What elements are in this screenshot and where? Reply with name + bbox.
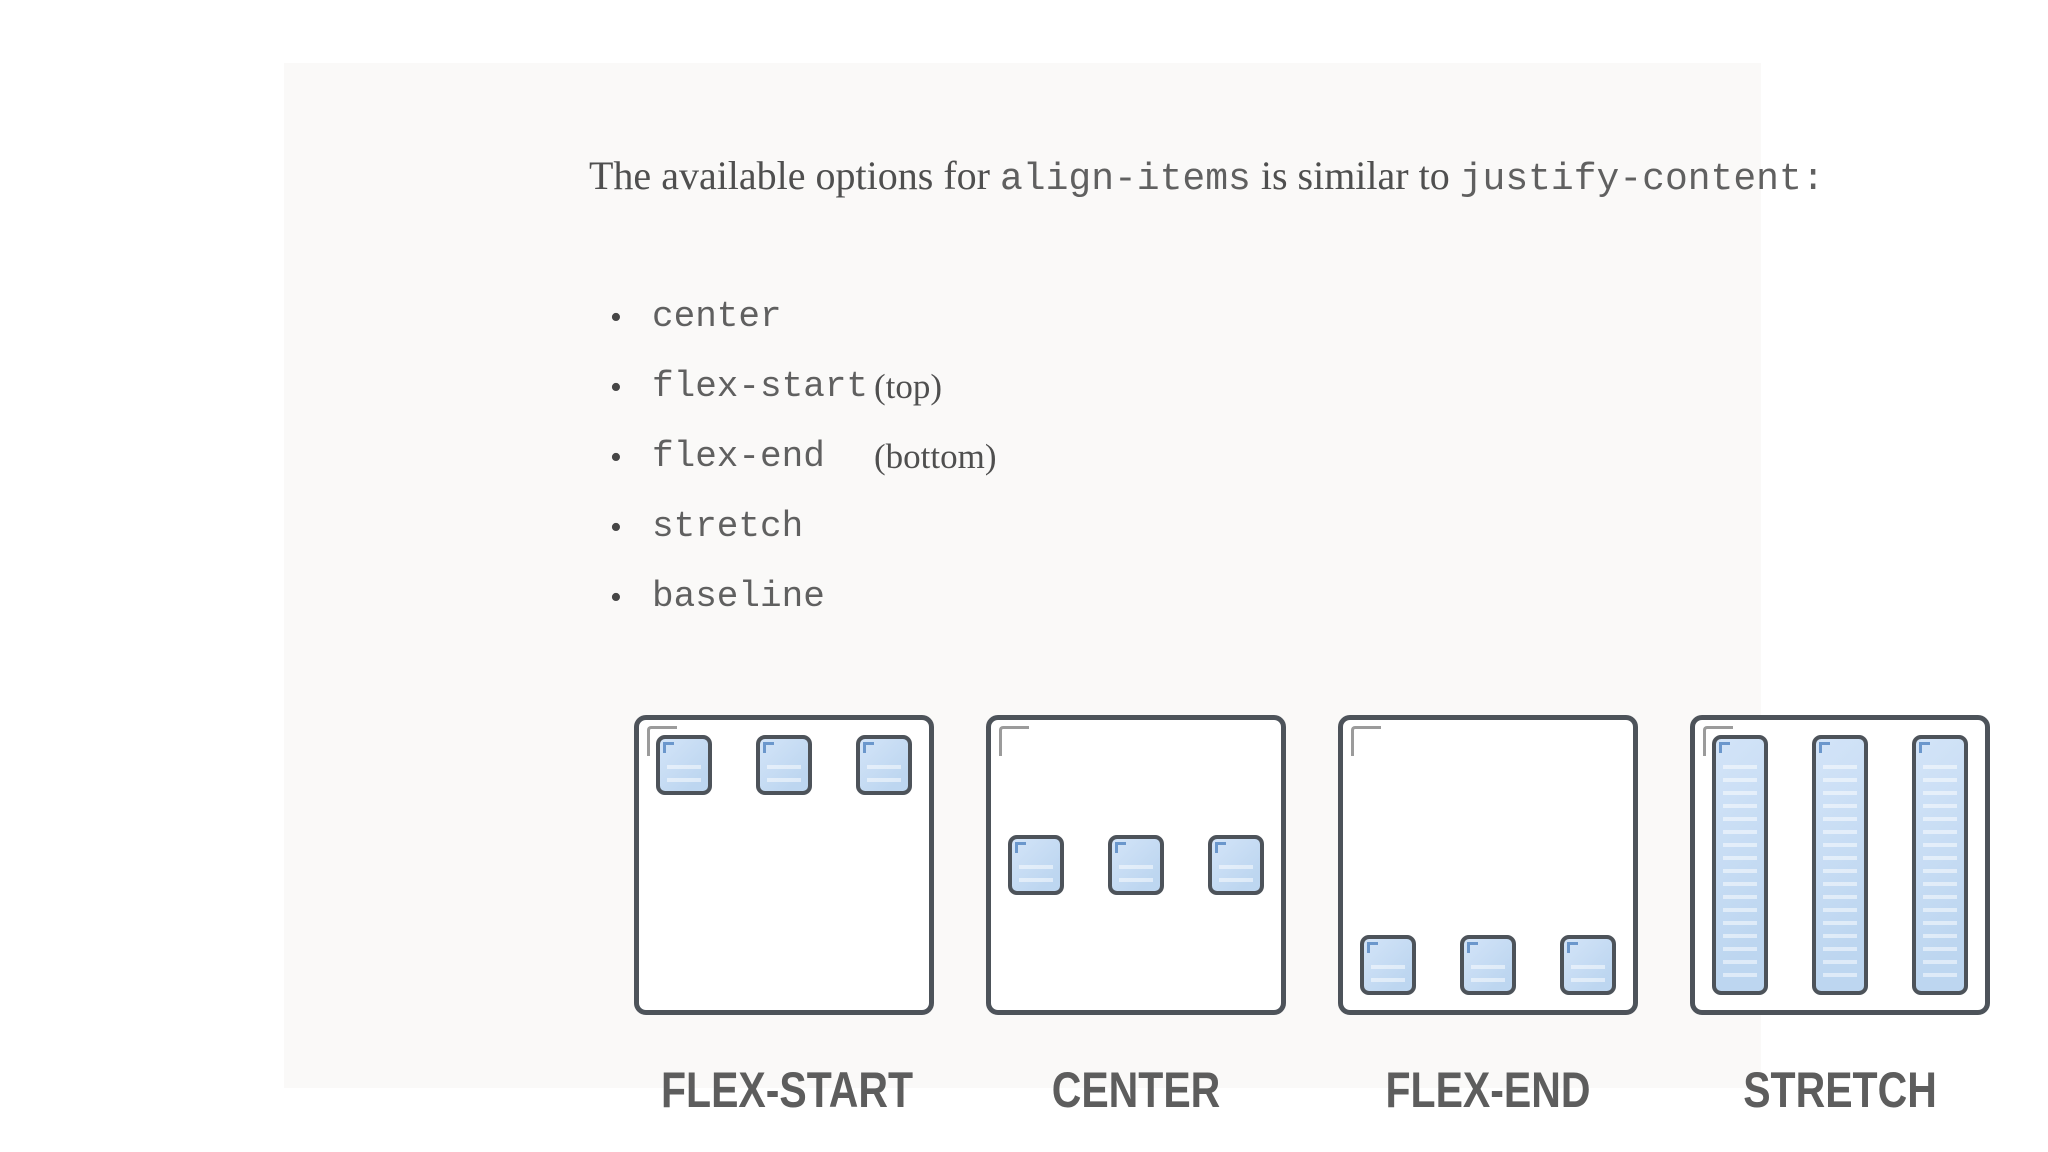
option-code: flex-start [652, 366, 869, 407]
option-code: stretch [652, 506, 804, 547]
flex-item [1712, 735, 1768, 995]
item-corner-mark-icon [1015, 842, 1026, 853]
bullet-icon: • [610, 299, 622, 336]
flex-item [1460, 935, 1516, 995]
container-corner-mark-icon [1703, 726, 1733, 756]
flex-item [856, 735, 912, 795]
option-code: flex-end [652, 436, 825, 477]
item-corner-mark-icon [763, 742, 774, 753]
flex-item [1560, 935, 1616, 995]
item-text-lines [1823, 756, 1857, 984]
item-corner-mark-icon [1467, 942, 1478, 953]
bullet-icon: • [610, 369, 622, 406]
item-corner-mark-icon [1367, 942, 1378, 953]
option-row-baseline: • baseline [604, 575, 996, 645]
option-code: baseline [652, 576, 825, 617]
diagram-flex-end: FLEX-END [1338, 715, 1638, 1119]
item-corner-mark-icon [1115, 842, 1126, 853]
option-row-stretch: • stretch [604, 505, 996, 575]
item-corner-mark-icon [863, 742, 874, 753]
item-text-lines [1923, 756, 1957, 984]
flex-container-center [986, 715, 1286, 1015]
intro-plain-segment: is similar to [1250, 153, 1460, 198]
intro-code-segment: justify-content: [1459, 158, 1825, 201]
diagram-flex-start: FLEX-START [634, 715, 934, 1119]
flex-container-flex-start [634, 715, 934, 1015]
flex-container-flex-end [1338, 715, 1638, 1015]
content-panel: The available options for align-items is… [284, 63, 1990, 1118]
item-text-lines [867, 756, 901, 784]
item-text-lines [1219, 856, 1253, 884]
item-text-lines [767, 756, 801, 784]
bullet-icon: • [610, 509, 622, 546]
option-row-flex-start: • flex-start(top) [604, 365, 996, 435]
item-text-lines [1371, 956, 1405, 984]
item-corner-mark-icon [1919, 742, 1930, 753]
diagram-label: FLEX-START [661, 1062, 914, 1118]
container-corner-mark-icon [999, 726, 1029, 756]
diagram-center: CENTER [986, 715, 1286, 1119]
flex-item [1812, 735, 1868, 995]
item-text-lines [1019, 856, 1053, 884]
diagram-stretch: STRETCH [1690, 715, 1990, 1119]
diagram-label: FLEX-END [1385, 1062, 1591, 1118]
item-text-lines [1119, 856, 1153, 884]
flex-item [1360, 935, 1416, 995]
item-text-lines [1571, 956, 1605, 984]
bullet-icon: • [610, 439, 622, 476]
flex-item [1912, 735, 1968, 995]
diagram-label: CENTER [1051, 1062, 1221, 1118]
flex-item [656, 735, 712, 795]
flex-items [1343, 720, 1633, 1010]
flex-container-stretch [1690, 715, 1990, 1015]
item-corner-mark-icon [1567, 942, 1578, 953]
intro-text: The available options for align-items is… [589, 151, 2009, 204]
flex-item [1208, 835, 1264, 895]
bullet-icon: • [610, 579, 622, 616]
flex-item [1008, 835, 1064, 895]
flex-items [1695, 720, 1985, 1010]
intro-code-segment: align-items [999, 158, 1251, 201]
options-list: • center • flex-start(top) • flex-end (bottom)… [604, 295, 996, 645]
option-note: (bottom) [874, 437, 997, 476]
item-corner-mark-icon [1215, 842, 1226, 853]
option-note: (top) [874, 367, 943, 406]
container-corner-mark-icon [647, 726, 677, 756]
flex-items [639, 720, 929, 1010]
flex-item [1108, 835, 1164, 895]
flex-item [756, 735, 812, 795]
diagrams-row: FLEX-START CENTER FLEX-END STRETCH [284, 715, 2048, 1135]
item-corner-mark-icon [1819, 742, 1830, 753]
container-corner-mark-icon [1351, 726, 1381, 756]
flex-items [991, 720, 1281, 1010]
option-row-flex-end: • flex-end (bottom) [604, 435, 996, 505]
intro-plain-segment: The available options for [589, 153, 1000, 198]
item-corner-mark-icon [1719, 742, 1730, 753]
item-corner-mark-icon [663, 742, 674, 753]
item-text-lines [1471, 956, 1505, 984]
option-code: center [652, 296, 782, 337]
diagram-label: STRETCH [1743, 1062, 1937, 1118]
item-text-lines [1723, 756, 1757, 984]
item-text-lines [667, 756, 701, 784]
option-row-center: • center [604, 295, 996, 365]
